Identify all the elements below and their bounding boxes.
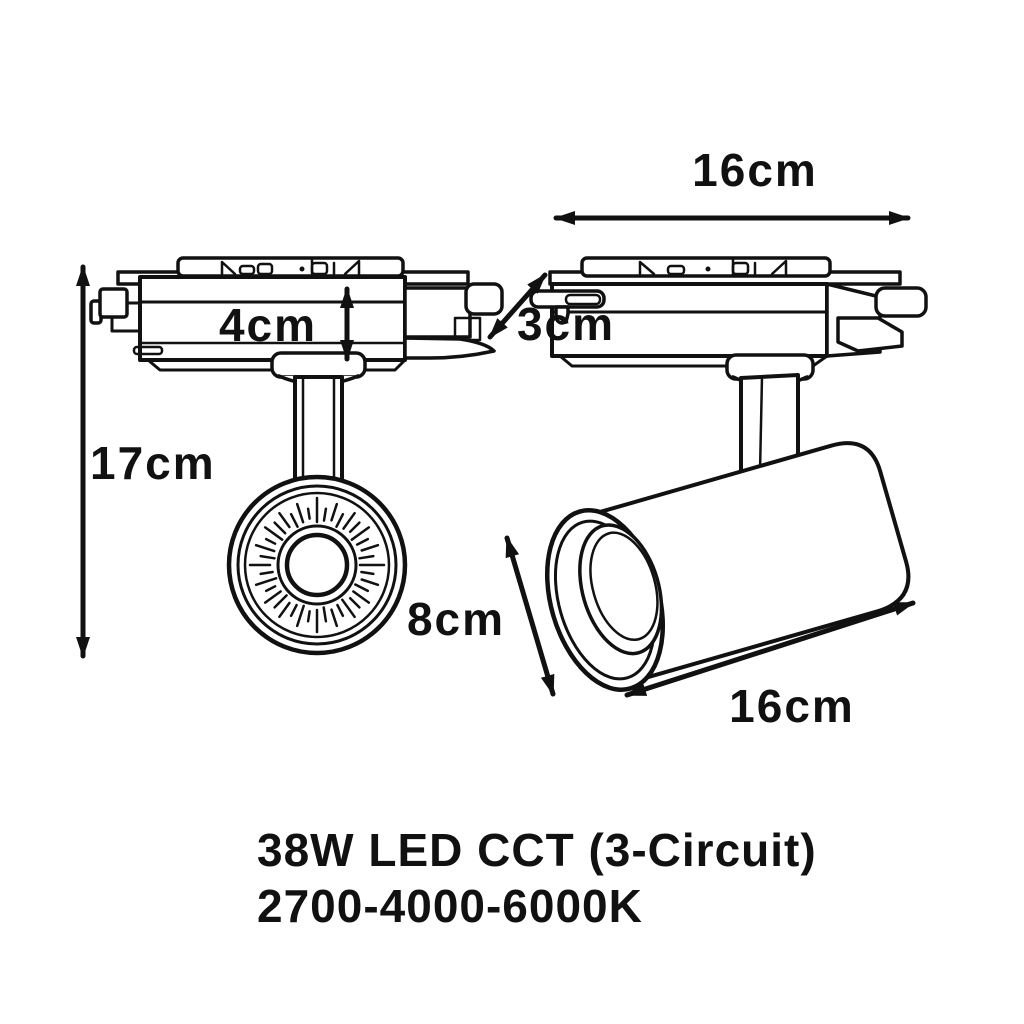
lens-tick (295, 604, 305, 628)
lens-tick (360, 543, 380, 552)
front-adapter-base-edge (146, 358, 407, 372)
lens-tick (352, 590, 371, 604)
front-rail-contacts (220, 257, 361, 276)
lens-tick (278, 601, 291, 619)
lens-tick (355, 537, 370, 546)
lens-tick (330, 608, 339, 628)
dim-label-body-length: 16cm (729, 680, 855, 732)
lens-tick (360, 578, 380, 587)
product-caption: 38W LED CCT (3-Circuit) 2700-4000-6000K (257, 824, 817, 932)
dim-label-adapter-width: 16cm (692, 144, 818, 196)
lens-tick (295, 502, 305, 524)
lens-tick (322, 606, 328, 623)
lens-tick (358, 554, 375, 560)
lens-tick (348, 521, 361, 534)
lens-tick (273, 594, 288, 609)
front-adapter-body (138, 275, 407, 362)
side-right-end (825, 282, 928, 358)
lens-tick (330, 502, 339, 522)
lens-ticks (248, 496, 386, 634)
dim-label-lens-diameter: 8cm (407, 593, 505, 645)
lens-tick (341, 598, 356, 619)
lens-tick (354, 583, 370, 593)
front-end-beak (403, 336, 496, 360)
lens-tick (289, 603, 298, 618)
side-lock-lever (529, 289, 606, 325)
lens-aperture (284, 532, 350, 598)
dim-adapter-depth: 3cm (487, 272, 615, 350)
lens-tick (342, 511, 356, 530)
caption-line-2: 2700-4000-6000K (257, 880, 643, 932)
lens-tick (259, 570, 274, 576)
lens-tick (263, 526, 284, 541)
lens-tick (348, 596, 361, 609)
dim-total-height: 17cm (76, 264, 216, 659)
lens-tick (264, 585, 277, 593)
dim-body-length: 16cm (624, 600, 916, 732)
lens-tick (336, 603, 345, 618)
side-end-knob (874, 286, 928, 318)
dim-label-total-height: 17cm (90, 437, 216, 489)
front-left-latch (89, 287, 142, 333)
side-track-rail (580, 256, 832, 278)
lens-tick (254, 543, 276, 553)
dim-lens-diameter: 8cm (407, 535, 556, 697)
lens-inner-ring (276, 524, 358, 606)
front-yoke-collar (270, 351, 367, 379)
lens-tick (278, 511, 291, 529)
lens-tick (273, 521, 287, 535)
lens-tick (263, 590, 282, 604)
lens-tick (289, 512, 299, 528)
dim-label-adapter-depth: 3cm (517, 298, 615, 350)
dim-label-adapter-height: 4cm (219, 299, 317, 351)
lens-tick (254, 577, 278, 587)
front-right-end (403, 282, 504, 360)
dim-adapter-width: 16cm (553, 144, 911, 225)
front-view-fixture (89, 256, 504, 656)
front-adapter-slot (132, 345, 164, 356)
lens-tick (350, 526, 371, 541)
lens-tick (264, 537, 277, 545)
lens-tick (306, 507, 311, 520)
lens-tick (259, 554, 276, 560)
lens-tick (306, 610, 311, 623)
side-adapter-base-edge (558, 354, 829, 368)
lens-tick (322, 507, 328, 522)
caption-line-1: 38W LED CCT (3-Circuit) (257, 824, 817, 876)
dimension-annotations: 16cm 17cm 4cm 3cm 8cm 16cm (76, 144, 916, 732)
side-rail-contacts (638, 257, 788, 276)
lens-tick (360, 570, 375, 576)
front-track-rail (176, 256, 405, 278)
front-lens-head (226, 474, 408, 656)
lens-tick (335, 512, 345, 528)
dim-adapter-height: 4cm (219, 286, 354, 362)
